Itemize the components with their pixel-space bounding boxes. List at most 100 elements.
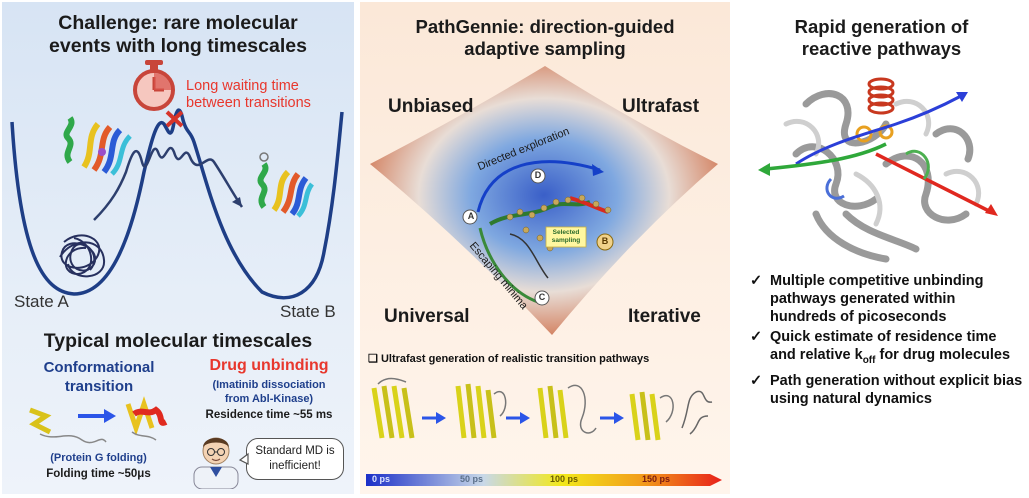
pathway-snapshots bbox=[371, 377, 713, 441]
node-a-label: A bbox=[467, 211, 475, 221]
feature-text-2-pre: Quick estimate of residence time and rel… bbox=[770, 329, 997, 363]
node-d bbox=[530, 168, 546, 184]
timescales-title: Typical molecular timescales bbox=[43, 330, 313, 352]
snapshot-3 bbox=[537, 384, 597, 439]
corner-ultrafast: Ultrafast bbox=[622, 96, 700, 117]
unfolded-protein-g bbox=[29, 407, 107, 444]
snapshot-4 bbox=[629, 391, 674, 441]
check-icon: ✓ bbox=[750, 273, 763, 289]
snapshot-arrow-3 bbox=[600, 412, 624, 424]
barrier-cross-icon bbox=[165, 110, 184, 128]
waiting-line1: Long waiting time bbox=[186, 78, 299, 94]
folding-arrow bbox=[78, 409, 116, 423]
drug-unbinding-subtitle: (Imatinib dissociation from Abl-Kinase) bbox=[186, 378, 352, 406]
colorbar-label-0: 0 ps bbox=[372, 474, 391, 484]
waiting-time-label: Long waiting time between transitions bbox=[186, 78, 311, 112]
free-energy-surface bbox=[370, 66, 718, 335]
unfolded-protein-coil bbox=[59, 234, 106, 278]
snapshot-arrow-2 bbox=[506, 412, 530, 424]
challenge-title-line2: events with long timescales bbox=[49, 35, 307, 57]
residence-time-label: Residence time ~55 ms bbox=[205, 409, 333, 421]
selected-sampling-box bbox=[545, 226, 587, 248]
protein-cartoon bbox=[792, 90, 974, 263]
folded-protein-a bbox=[63, 116, 132, 176]
challenge-title-line1: Challenge: rare molecular bbox=[58, 12, 298, 34]
reactive-title-line1: Rapid generation of bbox=[794, 16, 969, 37]
state-a-label: State A bbox=[14, 292, 69, 311]
corner-unbiased: Unbiased bbox=[388, 96, 474, 117]
trajectory-arrowhead bbox=[232, 197, 242, 207]
speech-bubble: Standard MD is inefficient! bbox=[246, 438, 344, 480]
feature-item-2: ✓ Quick estimate of residence time and r… bbox=[748, 328, 1023, 370]
time-colorbar bbox=[366, 474, 722, 486]
conformational-label: Conformational transition bbox=[24, 358, 174, 396]
pathgennie-panel: PathGennie: direction-guided adaptive sa… bbox=[360, 2, 730, 494]
pathway-green-arrow bbox=[758, 142, 887, 176]
reactive-pathways-panel: Rapid generation of reactive pathways bbox=[736, 2, 1027, 494]
challenge-title: Challenge: rare molecular events with lo… bbox=[2, 12, 354, 58]
colorbar-label-150: 150 ps bbox=[642, 474, 671, 484]
conformational-line2: transition bbox=[64, 378, 134, 395]
state-b-label: State B bbox=[280, 302, 336, 321]
protein-g-label: (Protein G folding) bbox=[50, 452, 147, 464]
check-icon: ✓ bbox=[750, 372, 763, 389]
pathways-caption: ❏ Ultrafast generation of realistic tran… bbox=[368, 352, 649, 365]
sampling-path-green bbox=[488, 200, 591, 226]
bubble-line1: Standard MD is bbox=[255, 445, 335, 457]
bubble-line2: inefficient! bbox=[269, 460, 321, 472]
node-b bbox=[596, 233, 614, 251]
energy-curve bbox=[10, 108, 344, 300]
directed-arrow bbox=[476, 160, 601, 213]
drug-sub-line2: from Abl-Kinase) bbox=[224, 393, 314, 405]
conformational-line1: Conformational bbox=[43, 359, 155, 376]
node-d-label: D bbox=[534, 170, 542, 180]
selected-sampling-label: Selected sampling bbox=[551, 229, 581, 244]
snapshot-1 bbox=[371, 377, 415, 439]
feature-list: ✓ Multiple competitive unbinding pathway… bbox=[748, 272, 1023, 410]
energy-landscape bbox=[10, 60, 344, 300]
protein-g-folding-illustration bbox=[29, 396, 168, 444]
snapshot-arrow-1 bbox=[422, 412, 446, 424]
kinase-structure bbox=[758, 77, 998, 263]
folding-time-label: Folding time ~50μs bbox=[46, 468, 151, 480]
drug-unbinding-title: Drug unbinding bbox=[209, 357, 329, 374]
snapshot-2 bbox=[455, 383, 507, 439]
reactive-title: Rapid generation of reactive pathways bbox=[736, 16, 1027, 60]
sampling-path-dark bbox=[509, 233, 549, 279]
pathgennie-title-line1: PathGennie: direction-guided bbox=[415, 16, 675, 37]
feature-item-3: ✓ Path generation without explicit bias … bbox=[748, 372, 1023, 408]
node-c bbox=[534, 290, 550, 306]
drug-sub-line1: (Imatinib dissociation bbox=[212, 379, 326, 391]
trajectory-path bbox=[93, 146, 244, 221]
pathway-red-arrow bbox=[875, 152, 998, 216]
escaping-arrow bbox=[478, 227, 539, 304]
pathgennie-title: PathGennie: direction-guided adaptive sa… bbox=[360, 16, 730, 60]
surface-sheet bbox=[370, 66, 718, 335]
pathgennie-title-line2: adaptive sampling bbox=[464, 38, 626, 59]
pathway-blue-arrow bbox=[795, 92, 968, 166]
feature-item-1: ✓ Multiple competitive unbinding pathway… bbox=[748, 272, 1023, 326]
feature-text-1: Multiple competitive unbinding pathways … bbox=[770, 273, 984, 325]
snapshot-5 bbox=[681, 390, 713, 435]
challenge-panel: Challenge: rare molecular events with lo… bbox=[2, 2, 354, 494]
speech-bubble-tail bbox=[238, 452, 249, 465]
node-c-label: C bbox=[538, 292, 546, 302]
folded-protein-b bbox=[257, 152, 315, 218]
scientist-avatar bbox=[193, 437, 239, 489]
colorbar-label-50: 50 ps bbox=[460, 474, 484, 484]
corner-iterative: Iterative bbox=[628, 306, 701, 327]
node-b-label: B bbox=[601, 236, 609, 246]
corner-universal: Universal bbox=[384, 306, 470, 327]
stopwatch-icon bbox=[133, 60, 175, 111]
node-a bbox=[462, 209, 478, 225]
caption-checkbox-icon: ❏ bbox=[368, 353, 378, 365]
folded-protein-g bbox=[125, 396, 168, 441]
feature-text-2-sub: off bbox=[862, 354, 876, 366]
caption-text: Ultrafast generation of realistic transi… bbox=[380, 353, 650, 365]
feature-text-2-post: for drug molecules bbox=[875, 347, 1011, 363]
feature-text-3: Path generation without explicit bias us… bbox=[770, 372, 1023, 407]
helix-red bbox=[867, 77, 895, 115]
colorbar-label-100: 100 ps bbox=[550, 474, 579, 484]
protein-cartoon-light bbox=[783, 98, 982, 227]
loop-blue bbox=[825, 177, 845, 200]
